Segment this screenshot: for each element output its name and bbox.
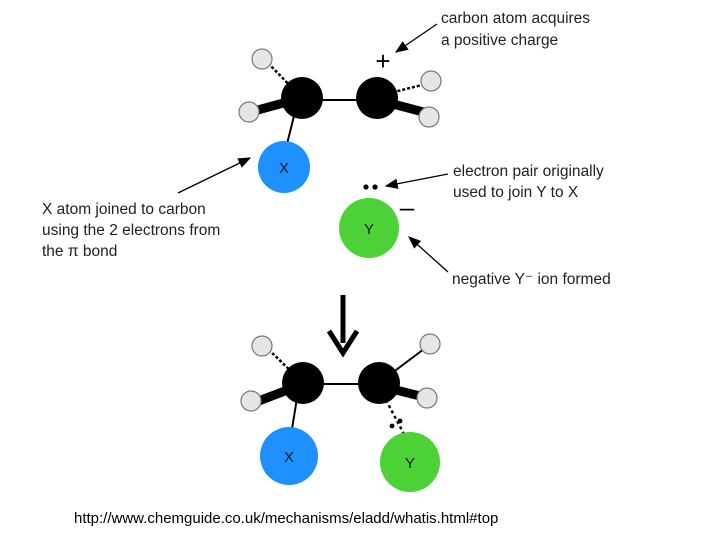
annotation-line: negative Y⁻ ion formed [452,271,611,288]
carbon-atom [358,362,400,404]
hydrogen-atom [251,48,273,70]
x-atom-label: X [279,160,289,177]
carbon-atom [281,77,323,119]
bond-h-c-dashed [267,62,301,97]
bottom-molecule: X Y [240,333,441,492]
hydrogen-atom [416,387,438,409]
reaction-arrow [326,295,360,358]
annotation-line: carbon atom acquires [441,10,590,27]
x-atom [258,141,310,193]
hydrogen-atom [418,106,440,128]
svg-text:X atom joined to carbon: X atom joined to carbon using the 2 elec… [42,201,225,260]
hydrogen-atom [240,390,262,412]
y-atom-label: Y [405,455,415,472]
minus-charge: – [400,192,415,222]
top-molecule: X + [238,46,442,193]
reaction-arrow-head [326,329,360,358]
electron-dot [397,418,403,424]
source-url: http://www.chemguide.co.uk/mechanisms/el… [74,510,499,527]
electron-dot [363,184,369,190]
arrow-pointer [394,23,438,53]
annotation-line: a positive charge [441,32,558,49]
annotation-line: electron pair originally [453,163,604,180]
arrow-pointer [177,157,252,194]
annotation-x-joined: X atom joined to carbon using the 2 elec… [42,157,252,260]
carbon-atom [282,362,324,404]
annotation-line: used to join Y to X [453,184,579,201]
annotation-line: the π bond [42,243,117,260]
plus-charge: + [375,46,390,76]
svg-text:electron pair originally: electron pair originally used to join Y … [453,163,608,201]
y-atom [380,432,440,492]
annotation-line: using the 2 electrons from [42,222,220,239]
svg-text:carbon atom acquires a p: carbon atom acquires a positive charge [441,10,594,49]
annotation-positive-charge: carbon atom acquires a positive charge [394,10,594,53]
annotation-electron-pair: electron pair originally used to join Y … [384,163,608,201]
x-atom [260,427,318,485]
y-ion: Y – [339,184,415,258]
arrow-pointer [384,173,449,189]
hydrogen-atom [420,70,442,92]
annotation-negative-ion: negative Y⁻ ion formed [408,236,611,288]
hydrogen-atom [238,101,260,123]
annotation-line: X atom joined to carbon [42,201,206,218]
electron-dot [389,423,395,429]
bond-c-y-new [384,399,407,437]
hydrogen-atom [419,333,441,355]
electron-dot [372,184,378,190]
bond-c-h-dashed [377,81,431,98]
y-atom [339,198,399,258]
hydrogen-atom [251,335,273,357]
y-atom-label: Y [364,221,374,238]
carbon-atom-cation [356,77,398,119]
x-atom-label: X [284,449,294,466]
arrow-pointer [408,236,449,273]
